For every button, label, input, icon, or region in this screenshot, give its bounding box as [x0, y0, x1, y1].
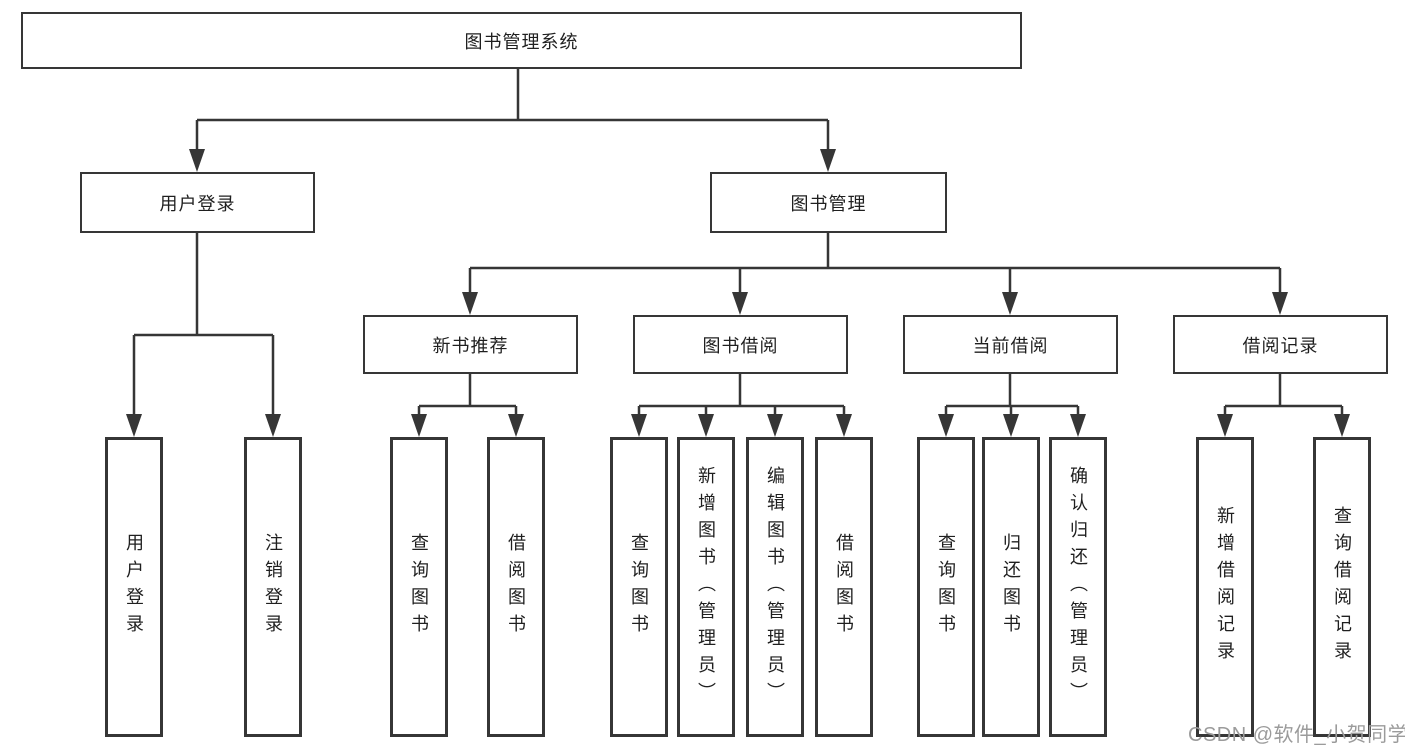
node-borrow-records: 借阅记录: [1173, 315, 1388, 374]
leaf-current-query-books: 查询图书: [917, 437, 975, 737]
node-new-book-recommend-label: 新书推荐: [432, 335, 509, 356]
leaf-borrow-query-books-label: 查询图书: [629, 533, 649, 641]
leaf-recommend-query-books-label: 查询图书: [409, 533, 429, 641]
leaf-logout: 注销登录: [244, 437, 302, 737]
node-user-login-label: 用户登录: [159, 193, 236, 214]
node-new-book-recommend: 新书推荐: [363, 315, 578, 374]
node-book-borrow-label: 图书借阅: [702, 335, 779, 356]
leaf-borrow-query-books: 查询图书: [610, 437, 668, 737]
leaf-confirm-return-admin: 确认归还（管理员）: [1049, 437, 1107, 737]
node-book-management: 图书管理: [710, 172, 947, 233]
leaf-edit-books-admin-label: 编辑图书（管理员）: [765, 465, 785, 709]
watermark: CSDN @软件_小贺同学: [1188, 724, 1405, 746]
leaf-user-login-label: 用户登录: [124, 533, 144, 641]
node-user-login: 用户登录: [80, 172, 315, 233]
node-book-borrow: 图书借阅: [633, 315, 848, 374]
leaf-logout-label: 注销登录: [263, 533, 283, 641]
leaf-borrow-books: 借阅图书: [815, 437, 873, 737]
leaf-user-login: 用户登录: [105, 437, 163, 737]
leaf-confirm-return-admin-label: 确认归还（管理员）: [1068, 465, 1088, 709]
leaf-edit-books-admin: 编辑图书（管理员）: [746, 437, 804, 737]
leaf-query-borrow-record-label: 查询借阅记录: [1332, 506, 1352, 668]
leaf-borrow-books-label: 借阅图书: [834, 533, 854, 641]
leaf-add-books-admin-label: 新增图书（管理员）: [696, 465, 716, 709]
leaf-add-borrow-record-label: 新增借阅记录: [1215, 506, 1235, 668]
leaf-return-books: 归还图书: [982, 437, 1040, 737]
leaf-recommend-borrow-books-label: 借阅图书: [506, 533, 526, 641]
node-borrow-records-label: 借阅记录: [1242, 335, 1319, 356]
node-current-borrow-label: 当前借阅: [972, 335, 1049, 356]
leaf-add-borrow-record: 新增借阅记录: [1196, 437, 1254, 737]
leaf-add-books-admin: 新增图书（管理员）: [677, 437, 735, 737]
node-library-system-label: 图书管理系统: [464, 31, 579, 52]
leaf-current-query-books-label: 查询图书: [936, 533, 956, 641]
leaf-return-books-label: 归还图书: [1001, 533, 1021, 641]
leaf-recommend-borrow-books: 借阅图书: [487, 437, 545, 737]
node-current-borrow: 当前借阅: [903, 315, 1118, 374]
leaf-query-borrow-record: 查询借阅记录: [1313, 437, 1371, 737]
node-library-system: 图书管理系统: [21, 12, 1022, 69]
leaf-recommend-query-books: 查询图书: [390, 437, 448, 737]
node-book-management-label: 图书管理: [790, 193, 867, 214]
